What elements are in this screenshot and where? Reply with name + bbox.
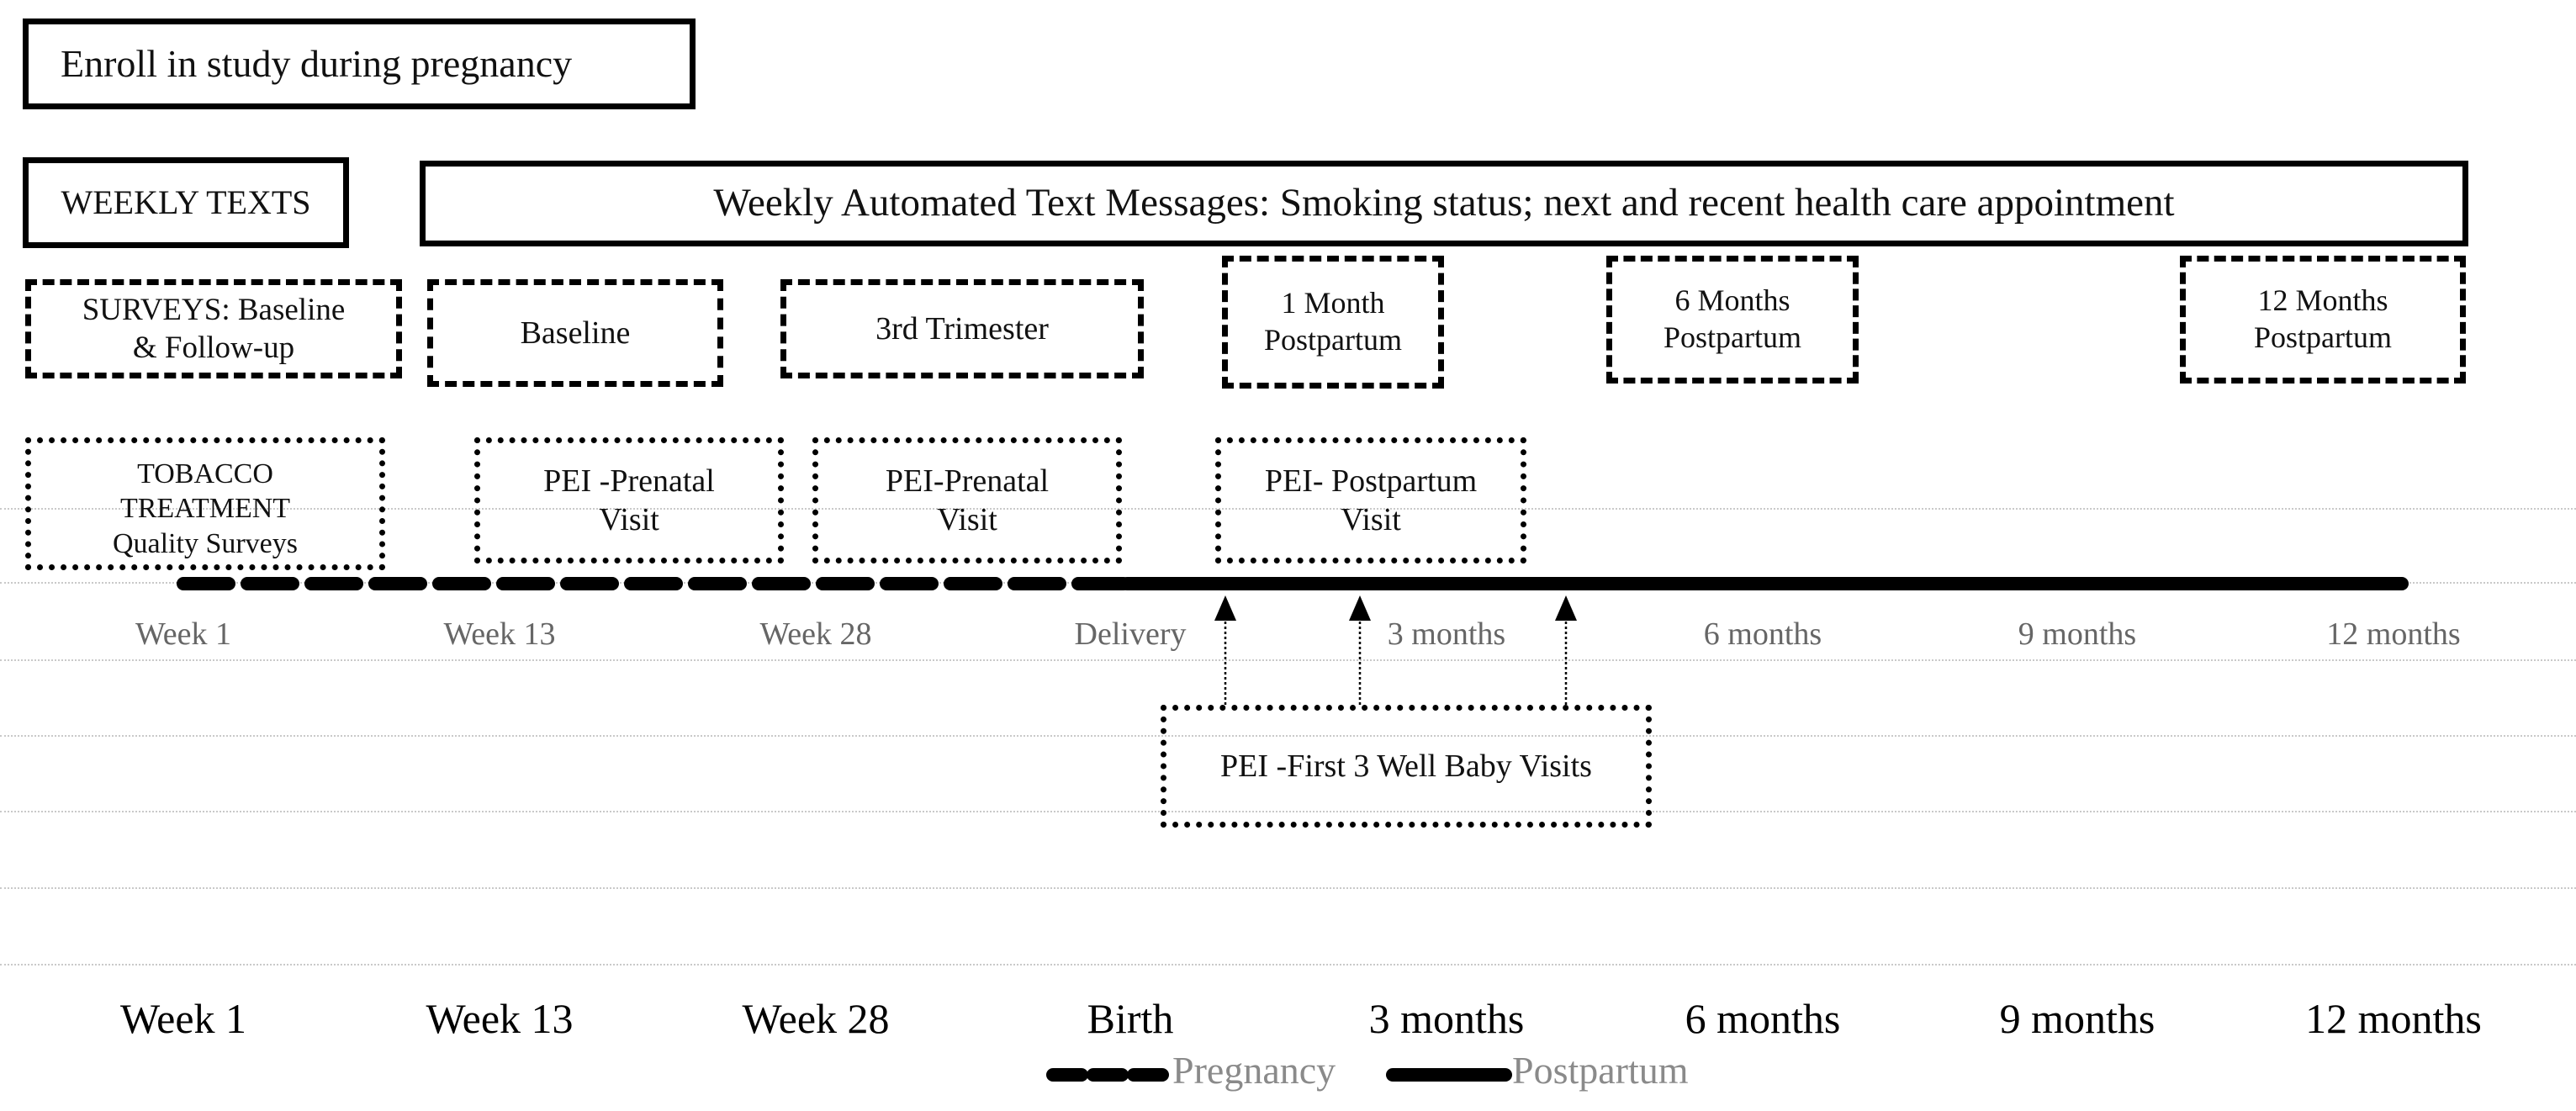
- survey-12-months-box: 12 Months Postpartum: [2180, 256, 2466, 384]
- gridline: [0, 811, 2576, 812]
- gridline: [0, 887, 2576, 889]
- tobacco-label-box: TOBACCO TREATMENT Quality Surveys: [25, 437, 385, 570]
- pei-prenatal-visit-1-box: PEI -Prenatal Visit: [474, 437, 784, 563]
- well-baby-visits: PEI -First 3 Well Baby Visits: [1220, 748, 1592, 784]
- axis-upper-6-months: 6 months: [1703, 616, 1822, 652]
- survey-3rd-trimester: 3rd Trimester: [875, 310, 1049, 347]
- axis-upper-week1: Week 1: [135, 616, 232, 652]
- legend-postpartum-label: Postpartum: [1512, 1049, 1689, 1092]
- well-baby-visits-box: PEI -First 3 Well Baby Visits: [1161, 705, 1652, 828]
- axis-lower-9-months: 9 months: [1999, 995, 2155, 1042]
- arrow-head-3: [1555, 595, 1577, 621]
- axis-lower-week1: Week 1: [119, 995, 247, 1042]
- survey-6-months: 6 Months Postpartum: [1663, 283, 1801, 354]
- survey-1-month: 1 Month Postpartum: [1263, 286, 1402, 357]
- axis-lower-6-months: 6 months: [1685, 995, 1841, 1042]
- pei-prenatal-visit-2: PEI-Prenatal Visit: [885, 463, 1050, 537]
- axis-lower-week28: Week 28: [742, 995, 890, 1042]
- enroll-text: Enroll in study during pregnancy: [61, 41, 573, 85]
- arrow-head-2: [1349, 595, 1371, 621]
- axis-lower-12-months: 12 months: [2305, 995, 2482, 1042]
- pei-prenatal-visit-2-box: PEI-Prenatal Visit: [812, 437, 1122, 563]
- axis-upper-9-months: 9 months: [2018, 616, 2137, 652]
- axis-upper-week28: Week 28: [759, 616, 872, 652]
- survey-baseline: Baseline: [520, 315, 631, 351]
- survey-baseline-box: Baseline: [427, 279, 723, 387]
- gridline: [0, 735, 2576, 737]
- axis-upper-12-months: 12 months: [2326, 616, 2461, 652]
- tobacco-label: TOBACCO TREATMENT Quality Surveys: [112, 458, 299, 559]
- pei-postpartum-visit-box: PEI- Postpartum Visit: [1215, 437, 1526, 563]
- axis-upper-delivery: Delivery: [1074, 616, 1187, 652]
- arrow-head-1: [1214, 595, 1236, 621]
- weekly-texts-box: WEEKLY TEXTS: [23, 157, 349, 248]
- axis-lower-3-months: 3 months: [1368, 995, 1525, 1042]
- axis-upper-3-months: 3 months: [1387, 616, 1506, 652]
- weekly-messages-text: Weekly Automated Text Messages: Smoking …: [713, 181, 2175, 225]
- gridline: [0, 964, 2576, 966]
- pei-postpartum-visit: PEI- Postpartum Visit: [1264, 463, 1478, 537]
- survey-1-month-box: 1 Month Postpartum: [1222, 256, 1444, 389]
- gridline: [0, 659, 2576, 661]
- survey-6-months-box: 6 Months Postpartum: [1606, 256, 1859, 384]
- weekly-messages-box: Weekly Automated Text Messages: Smoking …: [420, 161, 2468, 246]
- surveys-label-box: SURVEYS: Baseline & Follow-up: [25, 279, 402, 378]
- axis-lower-birth: Birth: [1087, 995, 1174, 1042]
- enroll-box: Enroll in study during pregnancy: [23, 19, 696, 109]
- surveys-label: SURVEYS: Baseline & Follow-up: [82, 292, 346, 365]
- axis-upper-week13: Week 13: [443, 616, 556, 652]
- survey-12-months: 12 Months Postpartum: [2253, 283, 2392, 354]
- legend-pregnancy-label: Pregnancy: [1172, 1049, 1336, 1092]
- axis-lower-week13: Week 13: [426, 995, 574, 1042]
- gridline: [0, 508, 2576, 510]
- survey-3rd-trimester-box: 3rd Trimester: [780, 279, 1144, 378]
- pei-prenatal-visit-1: PEI -Prenatal Visit: [543, 463, 715, 537]
- weekly-texts-label: WEEKLY TEXTS: [61, 183, 311, 221]
